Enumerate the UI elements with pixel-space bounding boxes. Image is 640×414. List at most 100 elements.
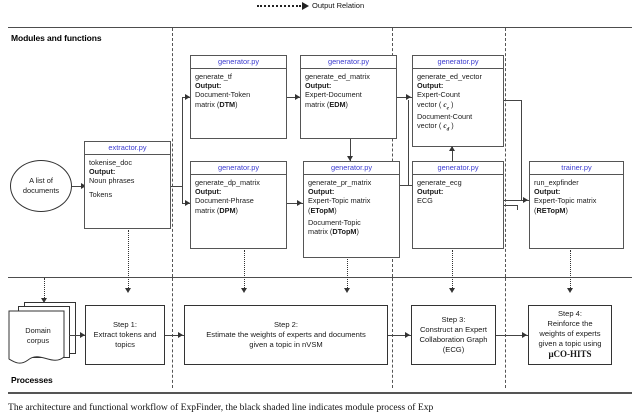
step-line: Construct an Expert [419,324,488,334]
connector-ecg-right [504,205,518,206]
arrowhead-icon [185,200,190,206]
module-generate-dp-matrix[interactable]: generator.py generate_dp_matrix Output: … [190,161,287,249]
module-run-expfinder[interactable]: trainer.py run_expfinder Output: Expert-… [529,161,624,249]
swimlane-divider-2 [392,28,393,277]
module-generate-ecg[interactable]: generator.py generate_ecg Output: ECG [412,161,504,249]
connector-step3-to-step4 [496,335,528,336]
swimlane-divider-3 [505,28,506,277]
section-label-modules: Modules and functions [11,33,102,43]
step-line: (ECG) [442,345,465,355]
module-output-line: Document-Topic [308,218,361,228]
connector-dpm-to-pr [287,203,303,204]
divider-bottom [8,392,632,394]
connector-extractor-out [171,186,183,187]
step-title: Step 4: [557,309,583,319]
connector-pr-right [400,185,412,186]
step-line: given a topic in nVSM [249,340,323,349]
connector-edvec-right [504,100,522,101]
arrowhead-icon [449,146,455,151]
legend-label: Output Relation [312,1,365,10]
divider-top [8,27,632,28]
module-output-line: Expert-Topic matrix [308,196,371,206]
process-step-1[interactable]: Step 1: Extract tokens and topics [85,305,165,365]
module-title: trainer.py [530,162,623,175]
arrowhead-icon [80,332,85,338]
output-relation-ecg [452,250,453,290]
step-line: weights of experts [539,329,601,339]
module-output-line: Expert-Document [305,90,362,100]
arrowhead-icon [178,332,183,338]
module-generate-ed-vector[interactable]: generator.py generate_ed_vector Output: … [412,55,504,147]
module-generate-ed-matrix[interactable]: generator.py generate_ed_matrix Output: … [300,55,397,139]
module-output-line: Expert-Count [417,90,460,100]
module-output-label: Output: [417,187,444,197]
connector-extractor-up [182,97,183,187]
module-output-label: Output: [89,167,116,177]
output-relation-extractor [128,230,129,290]
connector-edm-down [350,139,351,161]
swimlane-divider-6 [505,278,506,388]
arrowhead-icon [297,200,302,206]
module-generate-tf[interactable]: generator.py generate_tf Output: Documen… [190,55,287,139]
module-function: generate_ed_vector [417,71,482,81]
step-title: Step 3: [441,314,466,324]
module-extractor-py[interactable]: extractor.py tokenise_doc Output: Noun p… [84,141,171,229]
process-step-2[interactable]: Step 2: Estimate the weights of experts … [184,305,388,365]
corpus-line1: Domain [25,326,51,335]
dotted-line-icon [257,4,301,7]
module-title: generator.py [301,56,396,69]
process-step-4[interactable]: Step 4: Reinforce the weights of experts… [528,305,612,365]
module-output-line: Expert-Topic matrix [534,196,597,206]
arrowhead-icon [522,332,527,338]
module-output-label: Output: [305,81,332,91]
arrowhead-icon [347,156,353,161]
module-generate-pr-matrix[interactable]: generator.py generate_pr_matrix Output: … [303,161,400,258]
module-title: generator.py [413,56,503,69]
arrowhead-icon [241,288,247,293]
step-line: topics [115,340,135,349]
module-function: run_expfinder [534,177,579,187]
module-function: generate_tf [195,71,232,81]
module-output-line-retopm: (RETopM) [534,205,568,215]
arrowhead-icon [405,332,410,338]
step-line: Collaboration Graph [419,335,488,344]
output-relation-dpm [244,250,245,290]
module-title: generator.py [304,162,399,175]
legend-output-relation: Output Relation [257,1,364,10]
module-output-label: Output: [417,81,444,91]
process-step-3[interactable]: Step 3: Construct an Expert Collaboratio… [411,305,496,365]
connector-to-expfinder [504,200,529,201]
module-output-line-cd: vector ( cd ) [417,121,454,133]
input-node-list-of-documents: A list of documents [10,160,72,212]
connector-pr-up [408,100,409,186]
module-output-label: Output: [195,187,222,197]
swimlane-divider-1 [172,28,173,277]
module-function: generate_dp_matrix [195,177,260,187]
module-output-line: Document-Token [195,90,251,100]
module-output-line-edm: matrix (EDM) [305,99,348,109]
module-title: generator.py [191,56,286,69]
module-function: generate_ed_matrix [305,71,370,81]
module-output-line: Tokens [89,189,113,199]
arrowhead-icon [449,288,455,293]
module-title: generator.py [413,162,503,175]
module-output-line-ce: vector ( ce ) [417,99,454,112]
arrowhead-icon [125,288,131,293]
module-output-line: ECG [417,196,433,206]
arrowhead-icon [41,298,47,303]
arrowhead-icon [406,94,411,100]
module-output-line: Document-Phrase [195,196,254,206]
module-title: generator.py [191,162,286,175]
connector-extractor-down [182,186,183,203]
module-output-line: Noun phrases [89,176,135,186]
arrowhead-icon [523,197,528,203]
connector-edvec-feed [452,147,453,161]
step-line: given a topic using [538,339,602,349]
module-function: generate_ecg [417,177,462,187]
divider-middle [8,277,632,278]
module-output-line-dtm: matrix (DTM) [195,99,238,109]
corpus-line2: corpus [26,335,50,345]
connector-step1-to-step2 [165,335,184,336]
step-line: Extract tokens and [93,329,157,339]
arrowhead-icon [81,183,86,189]
